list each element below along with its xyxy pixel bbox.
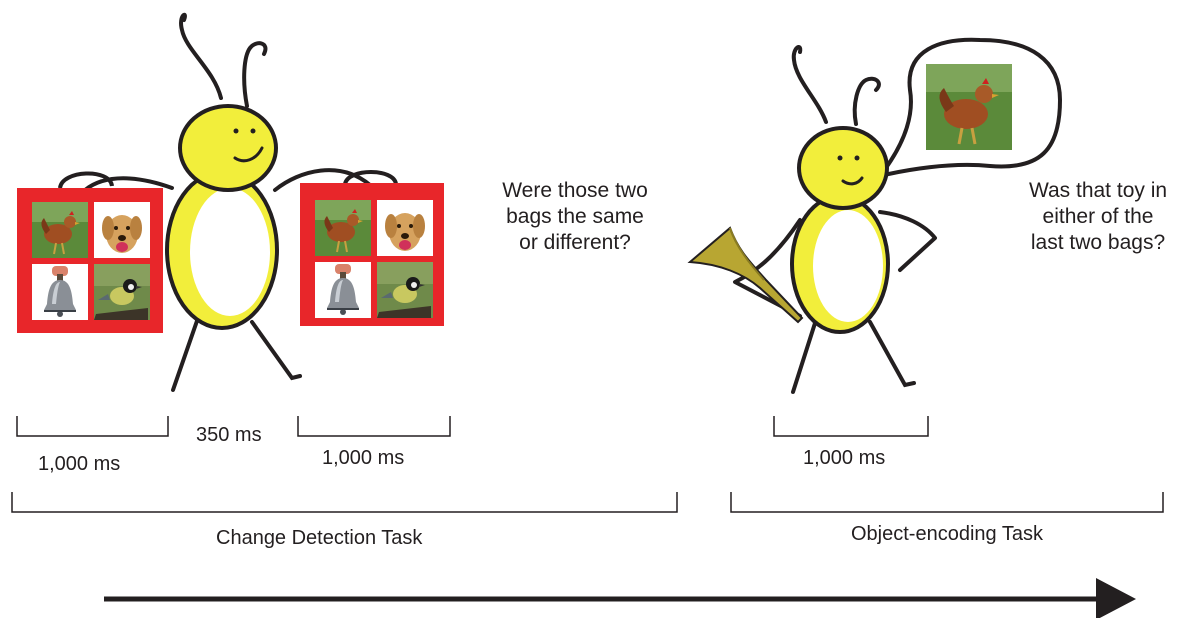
creature-arm-left: [83, 176, 174, 192]
interval-duration-label: 350 ms: [196, 424, 262, 446]
creature-eye: [250, 128, 256, 134]
creature-antenna-right: [852, 76, 881, 126]
thought-item: [926, 64, 1012, 150]
creature-arm-left: [733, 218, 802, 318]
object-encoding-creature: [687, 37, 1063, 394]
bag-handle: [58, 171, 114, 189]
creature-arm-right: [273, 168, 372, 192]
creature-belly: [190, 188, 270, 316]
change-detection-question: Were those two bags the same or differen…: [502, 179, 648, 254]
object-encoding-question: Was that toy in either of the last two b…: [1028, 179, 1168, 254]
change-detection-task-label: Change Detection Task: [216, 527, 423, 549]
time-arrow: [104, 578, 1136, 618]
bag-first: [17, 171, 163, 333]
creature-arm-right: [878, 210, 937, 272]
creature-antenna-left: [791, 44, 828, 124]
first-bag-duration-label: 1,000 ms: [38, 453, 121, 475]
bracket-change-detection-task: [11, 492, 678, 513]
creature-belly: [813, 210, 883, 322]
bag-second: [300, 170, 444, 326]
creature-eye: [837, 155, 843, 161]
creature-eye: [854, 155, 860, 161]
creature-head: [178, 104, 278, 192]
bracket-second-bag: [297, 416, 451, 437]
creature-antenna-right: [242, 41, 268, 108]
change-detection-creature: [83, 12, 372, 392]
creature-leg-right: [250, 320, 302, 381]
bracket-object-encoding-task: [730, 492, 1164, 513]
bracket-first-bag: [16, 416, 169, 437]
creature-eye: [233, 128, 239, 134]
bracket-object-display: [773, 416, 929, 437]
second-bag-duration-label: 1,000 ms: [322, 447, 405, 469]
bag-handle: [343, 170, 398, 185]
creature-leg-left: [791, 318, 818, 394]
horn: [687, 226, 804, 324]
creature-leg-left: [171, 316, 200, 392]
object-display-duration-label: 1,000 ms: [803, 447, 886, 469]
creature-leg-right: [868, 320, 916, 388]
creature-smile: [841, 176, 864, 186]
object-encoding-task-label: Object-encoding Task: [851, 523, 1043, 545]
creature-head: [797, 126, 889, 210]
creature-smile: [233, 146, 264, 163]
creature-antenna-left: [179, 12, 223, 100]
